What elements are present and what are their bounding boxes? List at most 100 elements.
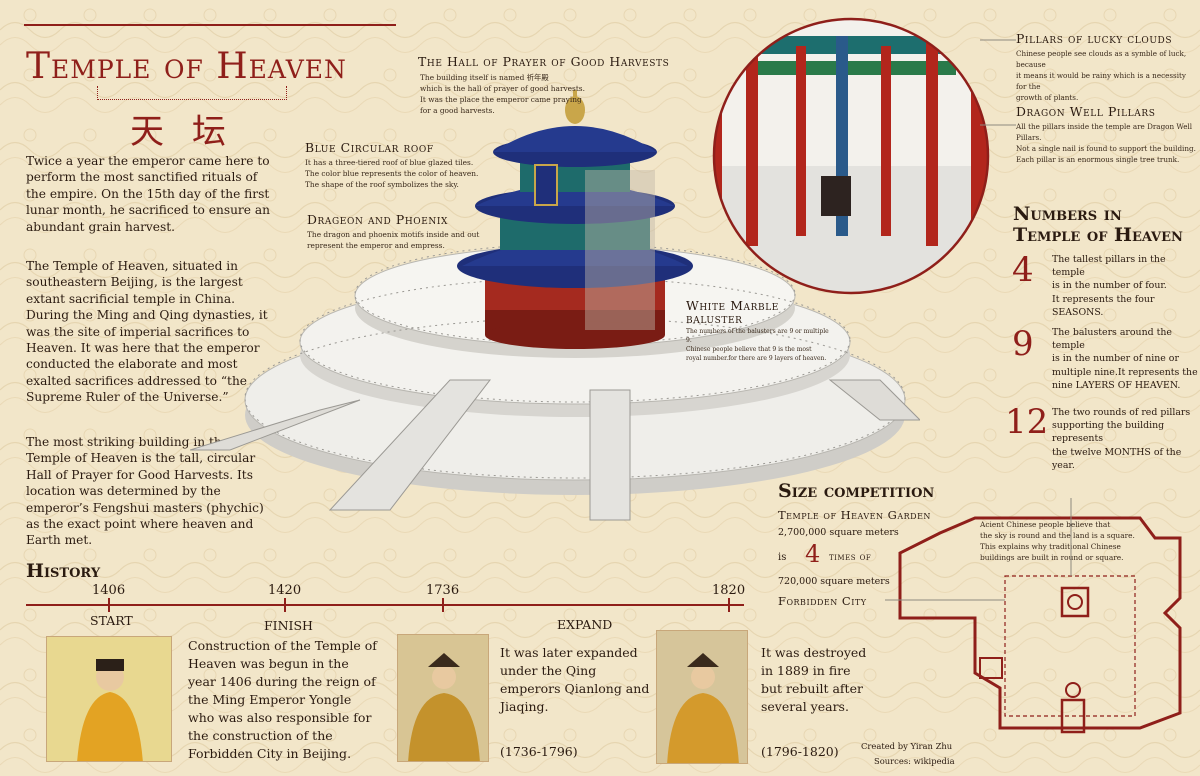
numbers-heading: Numbers in Temple of Heaven: [1013, 204, 1183, 246]
history-reign-3: (1796-1820): [761, 744, 839, 759]
intro-paragraph-1: Twice a year the emperor came here to pe…: [26, 153, 276, 235]
timeline-tick: [284, 598, 286, 612]
number-text-line: supporting the building represents: [1052, 420, 1165, 445]
well-annotation-body: All the pillars inside the temple are Dr…: [1016, 121, 1196, 165]
baluster-title-line: baluster: [686, 311, 743, 326]
hall-annotation-line: which is the hall of prayer of good harv…: [420, 84, 585, 93]
title-connector: [97, 86, 287, 100]
size-heading: Size competition: [778, 480, 935, 502]
size-note-line: Acient Chinese people believe that: [980, 520, 1111, 529]
portrait-jiaqing: [656, 630, 748, 764]
clouds-annotation-line: Chinese people see clouds as a symble of…: [1016, 49, 1187, 69]
emperor-portrait-image: [657, 631, 747, 763]
timeline-tick: [728, 598, 730, 612]
number-text-line: It represents the four SEASONS.: [1052, 293, 1155, 318]
baluster-annotation-line: Chinese people believe that 9 is the mos…: [686, 346, 812, 353]
history-text-3: It was destroyed in 1889 in fire but reb…: [761, 645, 867, 714]
intro-paragraph-2: The Temple of Heaven, situated in southe…: [26, 258, 276, 406]
hall-annotation-line: for a good harvests.: [420, 106, 495, 115]
baluster-annotation-line: The numbers of the balusters are 9 or mu…: [686, 328, 829, 344]
year-1420: 1420: [268, 583, 302, 598]
label-expand: EXPAND: [557, 617, 613, 632]
credit-created: Created by Yiran Zhu: [861, 741, 953, 751]
intro-text-3: The most striking building in the Temple…: [26, 435, 264, 548]
annotation-leader-lines: [980, 39, 1016, 126]
timeline-axis: [26, 604, 744, 606]
baluster-annotation-line: royal number.for there are 9 layers of h…: [686, 355, 827, 362]
title-top-rule: [24, 24, 396, 26]
baluster-title-line: White Marble: [686, 298, 779, 313]
number-4: 4: [1012, 250, 1034, 290]
numbers-heading-line: Numbers in: [1013, 203, 1122, 225]
baluster-annotation-title: White Marble baluster: [686, 299, 779, 325]
roof-annotation-title: Blue Circular roof: [305, 140, 434, 155]
size-is-label: is: [778, 552, 787, 563]
number-9-text: The balusters around the temple is in th…: [1052, 326, 1200, 392]
label-start: START: [90, 613, 133, 628]
roof-annotation-line: The color blue represents the color of h…: [305, 169, 479, 178]
size-times-of: times of: [829, 552, 872, 563]
number-12: 12: [1005, 402, 1049, 442]
garden-label: Temple of Heaven Garden: [778, 508, 931, 522]
temple-illustration: [190, 90, 920, 521]
chinese-title: 天坛: [130, 112, 254, 152]
well-annotation-title: Dragon Well Pillars: [1016, 104, 1156, 119]
emperor-portrait-image: [47, 637, 171, 761]
baluster-annotation-body: The numbers of the balusters are 9 or mu…: [686, 327, 836, 363]
intro-text-2: The Temple of Heaven, situated in southe…: [26, 259, 268, 405]
dragon-annotation-title: Drageon and Phoenix: [307, 212, 449, 227]
dragon-annotation-body: The dragon and phoenix motifs inside and…: [307, 229, 487, 251]
history-heading: History: [26, 560, 101, 582]
history-text-1: Construction of the Temple of Heaven was…: [188, 638, 377, 761]
year-1736: 1736: [426, 583, 460, 598]
intro-text-1: Twice a year the emperor came here to pe…: [26, 154, 270, 234]
year-1406: 1406: [92, 583, 126, 598]
emperor-portrait-image: [398, 635, 488, 761]
number-text-line: nine LAYERS OF HEAVEN.: [1052, 379, 1181, 391]
portrait-yongle: [46, 636, 172, 762]
clouds-annotation-line: growth of plants.: [1016, 93, 1079, 102]
city-area: 720,000 square meters: [778, 576, 890, 587]
size-note-line: This explains why traditional Chinese: [980, 542, 1121, 551]
page-title: Temple of Heaven: [26, 46, 347, 87]
label-finish: FINISH: [264, 618, 313, 633]
number-text-line: The two rounds of red pillars: [1052, 407, 1191, 418]
city-label: Forbidden City: [778, 594, 867, 608]
hall-annotation-line: The building itself is named 祈年殿: [420, 73, 549, 82]
size-note-line: the sky is round and the land is a squar…: [980, 531, 1135, 540]
number-12-text: The two rounds of red pillars supporting…: [1052, 406, 1200, 472]
clouds-annotation-body: Chinese people see clouds as a symble of…: [1016, 48, 1196, 103]
number-text-line: is in the number of four.: [1052, 280, 1167, 292]
well-annotation-line: All the pillars inside the temple are Dr…: [1016, 122, 1193, 142]
well-annotation-line: Not a single nail is found to support th…: [1016, 144, 1196, 153]
history-text-2: It was later expanded under the Qing emp…: [500, 645, 650, 714]
number-text-line: the twelve MONTHS of the year.: [1052, 446, 1182, 471]
timeline-tick: [108, 598, 110, 612]
portrait-qianlong: [397, 634, 489, 762]
size-map-diagram: [885, 498, 1182, 734]
number-4-text: The tallest pillars in the temple is in …: [1052, 253, 1200, 319]
credit-sources: Sources: wikipedia: [874, 756, 955, 766]
size-note: Acient Chinese people believe that the s…: [980, 519, 1150, 563]
number-text-line: The tallest pillars in the temple: [1052, 254, 1166, 279]
size-note-line: buildings are built in round or square.: [980, 553, 1124, 562]
hall-annotation-title: The Hall of Prayer of Good Harvests: [418, 54, 670, 69]
hall-annotation-line: It was the place the emperor came prayin…: [420, 95, 582, 104]
intro-paragraph-3: The most striking building in the Temple…: [26, 434, 276, 549]
roof-annotation-line: The shape of the roof symbolizes the sky…: [305, 180, 459, 189]
dragon-annotation-line: represent the emperor and empress.: [307, 241, 445, 250]
roof-annotation-line: It has a three-tiered roof of blue glaze…: [305, 158, 474, 167]
pillars-cutaway-illustration: [712, 17, 990, 295]
numbers-heading-line: Temple of Heaven: [1013, 224, 1183, 246]
well-annotation-line: Each pillar is an enormous single tree t…: [1016, 155, 1180, 164]
number-text-line: is in the number of nine or: [1052, 353, 1179, 365]
dragon-annotation-line: The dragon and phoenix motifs inside and…: [307, 230, 480, 239]
roof-annotation-body: It has a three-tiered roof of blue glaze…: [305, 157, 485, 190]
number-text-line: multiple nine.It represents the: [1052, 366, 1198, 378]
size-times-number: 4: [805, 540, 821, 568]
garden-area: 2,700,000 square meters: [778, 527, 899, 538]
clouds-annotation-title: Pillars of lucky clouds: [1016, 31, 1173, 46]
year-1820: 1820: [712, 583, 746, 598]
hall-annotation-body: The building itself is named 祈年殿 which i…: [420, 72, 600, 116]
number-text-line: The balusters around the temple: [1052, 327, 1172, 352]
